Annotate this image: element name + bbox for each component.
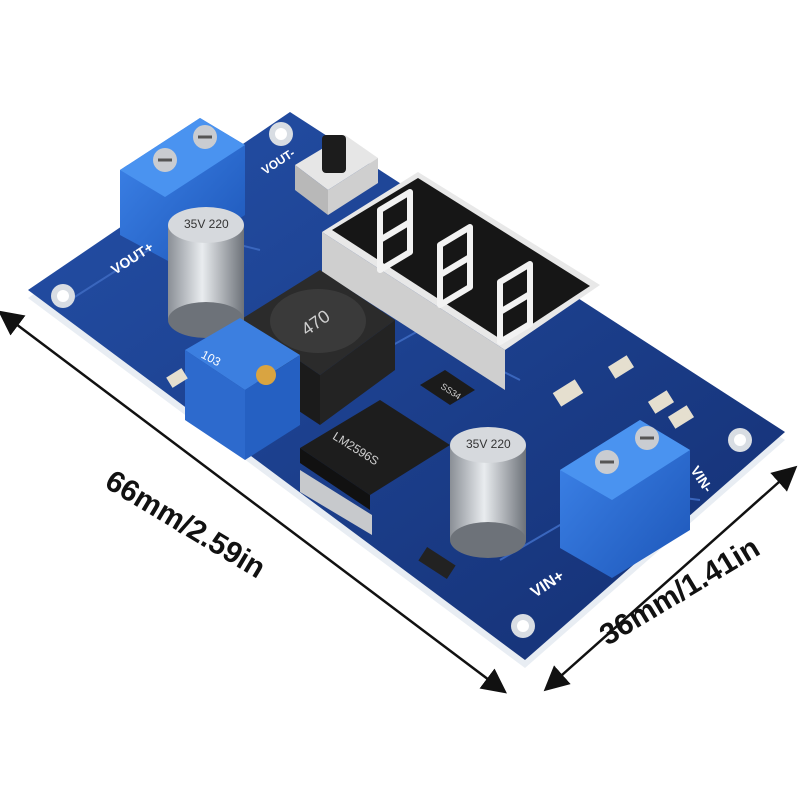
length-dimension-arrow	[0, 310, 507, 694]
mounting-hole	[511, 614, 535, 638]
width-dimension-arrow	[543, 465, 798, 692]
input-capacitor-marking: 35V 220	[466, 437, 511, 451]
display-digit-segments	[377, 189, 533, 345]
mounting-hole	[51, 284, 75, 308]
adjust-screw	[256, 365, 276, 385]
input-capacitor: 35V 220	[450, 427, 526, 558]
mounting-hole	[269, 122, 293, 146]
output-capacitor: 35V 220	[168, 207, 244, 338]
push-button	[295, 135, 378, 215]
output-capacitor-marking: 35V 220	[184, 217, 229, 231]
mounting-hole	[728, 428, 752, 452]
